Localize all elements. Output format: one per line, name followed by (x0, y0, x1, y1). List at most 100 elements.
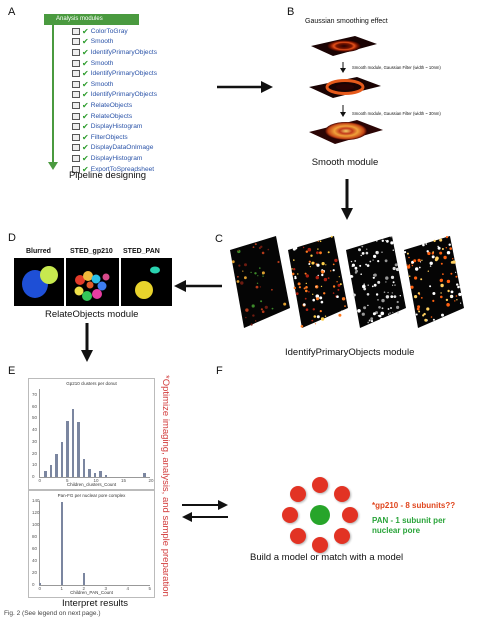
chart2-ytick: 20 (32, 570, 37, 575)
identify-objects-images (228, 228, 468, 336)
arrow-c-to-d-icon (172, 279, 224, 293)
smooth-image-original (311, 36, 377, 56)
module-window-icon (72, 155, 80, 162)
nuclear-pore-model (280, 475, 360, 555)
panel-b-title: Gaussian smoothing effect (305, 18, 388, 25)
arrow-d-to-e-icon (80, 322, 94, 364)
module-window-icon (72, 91, 80, 98)
module-item[interactable]: ✔Smooth (72, 37, 157, 48)
label-sted-gp210: STED_gp210 (70, 248, 113, 255)
chart1-bar (50, 465, 52, 477)
pan-label: PAN - 1 subunit per nuclear pore (372, 516, 467, 536)
panel-b-caption: Smooth module (300, 157, 390, 168)
chart1-ytick: 10 (32, 462, 37, 467)
checkmark-icon: ✔ (82, 154, 89, 163)
panel-f-letter: F (216, 365, 223, 377)
chart-pan-fg: Pan-FG per nuclear pore complex 02040608… (28, 490, 155, 598)
chart1-ytick: 30 (32, 439, 37, 444)
pipeline-module-list: Analysis modules ✔ColorToGray✔Smooth✔Ide… (44, 14, 139, 164)
module-window-icon (72, 144, 80, 151)
chart1-ytick: 0 (32, 474, 35, 479)
chart1-ytick: 60 (32, 404, 37, 409)
chart1-bar (143, 473, 145, 477)
label-blurred: Blurred (26, 248, 51, 255)
module-window-icon (72, 28, 80, 35)
arrow-a-to-b-icon (215, 80, 275, 94)
chart2-bar (39, 583, 41, 585)
gp210-subunit (334, 528, 350, 544)
arrows-e-f-icon (180, 498, 230, 524)
module-item[interactable]: ✔ColorToGray (72, 26, 157, 37)
gp210-subunit (282, 507, 298, 523)
panel-c-caption: IdentifyPrimaryObjects module (285, 347, 405, 358)
gp210-subunit (312, 537, 328, 553)
checkmark-icon: ✔ (82, 80, 89, 89)
checkmark-icon: ✔ (82, 37, 89, 46)
pipeline-arrow-down-icon (48, 162, 58, 170)
panel-a-caption: Pipeline designing (60, 170, 155, 181)
gp210-label: *gp210 - 8 subunits?? (372, 501, 455, 510)
module-item[interactable]: ✔IdentifyPrimaryObjects (72, 90, 157, 101)
module-label: IdentifyPrimaryObjects (91, 91, 157, 98)
module-label: ColorToGray (91, 28, 128, 35)
chart1-bar (88, 469, 90, 477)
smooth-image-10nm (309, 77, 381, 98)
chart1-ytick: 20 (32, 451, 37, 456)
chart2-ytick: 60 (32, 546, 37, 551)
module-item[interactable]: ✔FilterObjects (72, 132, 157, 143)
identify-image-1 (230, 236, 290, 328)
checkmark-icon: ✔ (82, 69, 89, 78)
module-item[interactable]: ✔DisplayHistogram (72, 121, 157, 132)
module-window-icon (72, 113, 80, 120)
module-item[interactable]: ✔Smooth (72, 58, 157, 69)
smooth-step1-label: Smooth module, Gaussian Filter (width ~ … (352, 65, 441, 70)
chart2-bar (61, 502, 63, 585)
chart1-title: Gp210 clusters per donut (29, 381, 154, 386)
chart2-ytick: 80 (32, 534, 37, 539)
pan-subunit (310, 505, 330, 525)
checkmark-icon: ✔ (82, 112, 89, 121)
module-window-icon (72, 81, 80, 88)
module-item[interactable]: ✔IdentifyPrimaryObjects (72, 68, 157, 79)
smooth-step2-label: Smooth module, Gaussian Filter (width ~ … (352, 111, 441, 116)
module-item[interactable]: ✔IdentifyPrimaryObjects (72, 47, 157, 58)
gp210-subunit (290, 486, 306, 502)
chart2-title: Pan-FG per nuclear pore complex (29, 493, 154, 498)
gp210-subunit (312, 477, 328, 493)
module-item[interactable]: ✔Smooth (72, 79, 157, 90)
identify-image-4 (404, 236, 464, 328)
chart2-ytick: 100 (32, 522, 40, 527)
panel-c-letter: C (215, 233, 223, 245)
module-item[interactable]: ✔DisplayDataOnImage (72, 143, 157, 154)
chart1-bar (66, 421, 68, 477)
gp210-subunit (334, 486, 350, 502)
checkmark-icon: ✔ (82, 48, 89, 57)
checkmark-icon: ✔ (82, 101, 89, 110)
gp210-subunit (342, 507, 358, 523)
chart2-ytick: 0 (32, 582, 35, 587)
chart1-bar (61, 442, 63, 477)
module-item[interactable]: ✔DisplayHistogram (72, 153, 157, 164)
chart2-ytick: 120 (32, 510, 40, 515)
module-label: Smooth (91, 38, 114, 45)
checkmark-icon: ✔ (82, 133, 89, 142)
module-item[interactable]: ✔RelateObjects (72, 100, 157, 111)
smooth-image-30nm (309, 120, 383, 144)
chart1-bar (72, 409, 74, 477)
chart1-bar (44, 471, 46, 477)
panel-e-caption: Interpret results (55, 598, 135, 609)
panel-d-letter: D (8, 232, 16, 244)
checkmark-icon: ✔ (82, 122, 89, 131)
module-label: Smooth (91, 60, 114, 67)
module-label: FilterObjects (91, 134, 128, 141)
chart1-bar (55, 454, 57, 477)
chart1-bar (94, 473, 96, 477)
module-window-icon (72, 38, 80, 45)
module-label: DisplayDataOnImage (91, 144, 154, 151)
checkmark-icon: ✔ (82, 90, 89, 99)
chart1-ytick: 50 (32, 415, 37, 420)
module-window-icon (72, 70, 80, 77)
module-item[interactable]: ✔RelateObjects (72, 111, 157, 122)
module-label: IdentifyPrimaryObjects (91, 70, 157, 77)
